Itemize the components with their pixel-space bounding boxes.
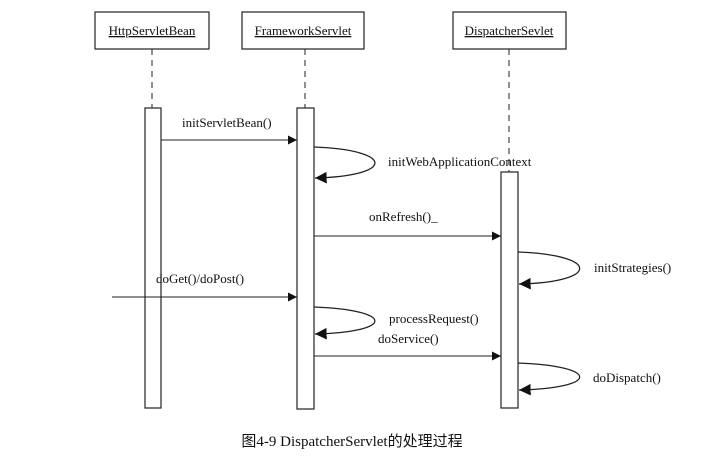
message-arrow-initstrategies xyxy=(517,251,581,290)
message-label-doservice: doService() xyxy=(378,331,439,346)
activation-httpservletbean xyxy=(144,107,162,409)
message-label-doget-dopost: doGet()/doPost() xyxy=(156,271,244,286)
participant-label: FrameworkServlet xyxy=(255,23,352,38)
message-label-initwebapplicationcontext: initWebApplicationContext xyxy=(388,154,532,169)
message-arrow-dodispatch xyxy=(517,362,581,396)
message-label-initservletbean: initServletBean() xyxy=(182,115,272,130)
activation-dispatcherservlet xyxy=(500,171,519,409)
message-arrow-initwebapplicationcontext xyxy=(313,146,376,184)
message-label-dodispatch: doDispatch() xyxy=(593,370,661,385)
activation-frameworkservlet xyxy=(296,107,315,410)
participant-httpservletbean: HttpServletBean xyxy=(94,11,210,50)
message-label-initstrategies: initStrategies() xyxy=(594,260,671,275)
message-arrow-processrequest xyxy=(313,306,376,340)
participant-label: DispatcherSevlet xyxy=(465,23,554,38)
message-label-onrefresh: onRefresh()_ xyxy=(369,209,438,224)
participant-frameworkservlet: FrameworkServlet xyxy=(241,11,365,50)
message-label-processrequest: processRequest() xyxy=(389,311,479,326)
participant-dispatcherservlet: DispatcherSevlet xyxy=(452,11,567,50)
participant-label: HttpServletBean xyxy=(109,23,196,38)
figure-caption: 图4-9 DispatcherServlet的处理过程 xyxy=(241,433,462,450)
